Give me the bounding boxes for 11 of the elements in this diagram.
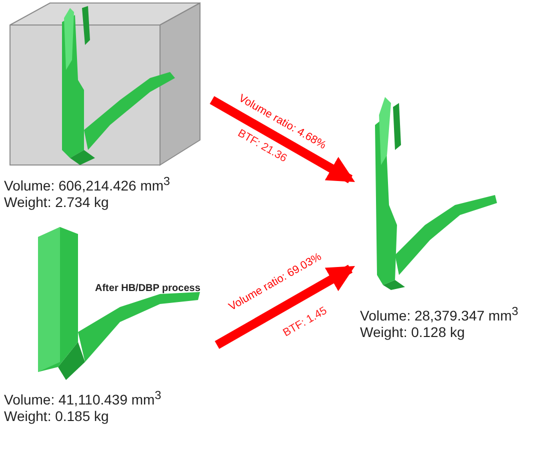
measurement-text: Volume: 606,214.426 mm$^{3}$ <box>4 174 170 195</box>
measurement-text: Volume: 41,110.439 mm$^{3}$ <box>4 388 162 409</box>
ratio-text: BTF: 21.36 <box>236 127 289 165</box>
arrow <box>214 264 355 349</box>
measurement-text: Volume: 28,379.347 mm$^{3}$ <box>360 304 518 325</box>
measurement-text: Weight: 0.128 kg <box>360 323 465 341</box>
caption-text: After HB/DBP process <box>95 282 200 296</box>
measurement-text: Weight: 2.734 kg <box>4 193 109 211</box>
arrow <box>210 96 355 184</box>
ratio-text: BTF: 1.45 <box>281 304 330 340</box>
measurement-text: Weight: 0.185 kg <box>4 407 109 425</box>
